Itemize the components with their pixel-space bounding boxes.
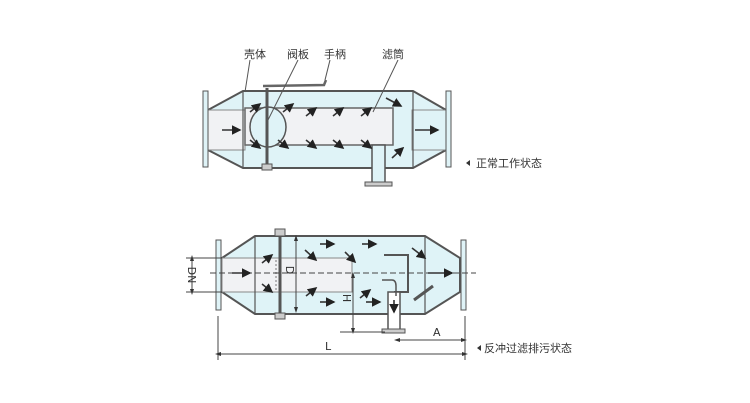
flange-left [202, 90, 209, 168]
dim-a: A [433, 326, 441, 339]
dim-h: H [340, 294, 353, 302]
label-valve-plate: 阀板 [287, 47, 309, 61]
flange-left [215, 239, 222, 311]
handle [262, 79, 328, 88]
flange-right [460, 239, 467, 311]
label-filter-cartridge: 滤筒 [382, 47, 404, 61]
label-handle: 手柄 [324, 47, 346, 61]
dimension-lines [186, 235, 468, 360]
label-shell: 壳体 [244, 47, 266, 61]
flow-arrows [249, 97, 405, 159]
flow-arrows [261, 239, 434, 314]
normal-state-view: 壳体 阀板 手柄 滤筒 正常工作状态 [202, 47, 542, 187]
backflush-state-view: DN D H A L 反冲过滤排污状态 [185, 228, 572, 360]
dim-l: L [325, 340, 332, 353]
dim-dn: DN [185, 267, 198, 284]
leader-lines [244, 59, 399, 121]
drain-pipe [371, 144, 386, 184]
caption-pointer-icon [477, 345, 481, 351]
normal-state-caption: 正常工作状态 [476, 156, 542, 170]
caption-pointer-icon [466, 160, 470, 166]
dim-d: D [283, 266, 296, 274]
flange-right [445, 90, 452, 168]
backflush-state-caption: 反冲过滤排污状态 [484, 341, 572, 355]
